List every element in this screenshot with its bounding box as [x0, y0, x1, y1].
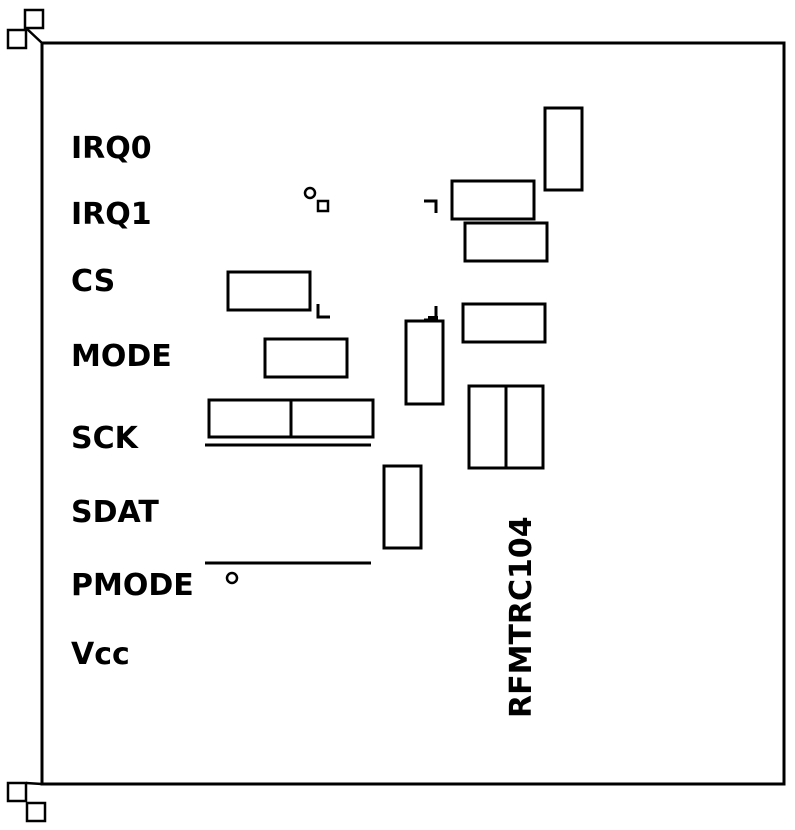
component-footprint — [450, 179, 536, 221]
pin-label-vcc: Vcc — [71, 637, 130, 672]
component-footprint — [404, 319, 445, 406]
component-footprint — [461, 302, 547, 344]
pin-label-irq1: IRQ1 — [71, 197, 152, 232]
via-circle — [303, 186, 317, 200]
pin1-marker — [424, 199, 438, 213]
pin-label-sck: SCK — [71, 421, 140, 456]
pin1-marker — [316, 304, 330, 319]
part-name: RFMTRC104 — [504, 516, 539, 718]
board-outline — [40, 41, 786, 786]
pin-label-pmode: PMODE — [71, 568, 194, 603]
component-footprint — [463, 221, 549, 263]
pin1-pad — [428, 316, 438, 321]
component-footprint — [263, 337, 349, 379]
component-footprint — [543, 106, 584, 192]
registration-mark-bottom-left — [6, 781, 47, 823]
pin-label-sdat: SDAT — [71, 495, 159, 530]
pin-label-cs: CS — [71, 264, 115, 299]
component-footprint — [226, 270, 312, 312]
pin-label-irq0: IRQ0 — [71, 131, 152, 166]
pin-label-mode: MODE — [71, 339, 172, 374]
via-square — [316, 199, 330, 213]
component-footprint — [382, 464, 423, 550]
registration-mark-top-left — [6, 8, 45, 50]
via-circle — [225, 571, 239, 585]
